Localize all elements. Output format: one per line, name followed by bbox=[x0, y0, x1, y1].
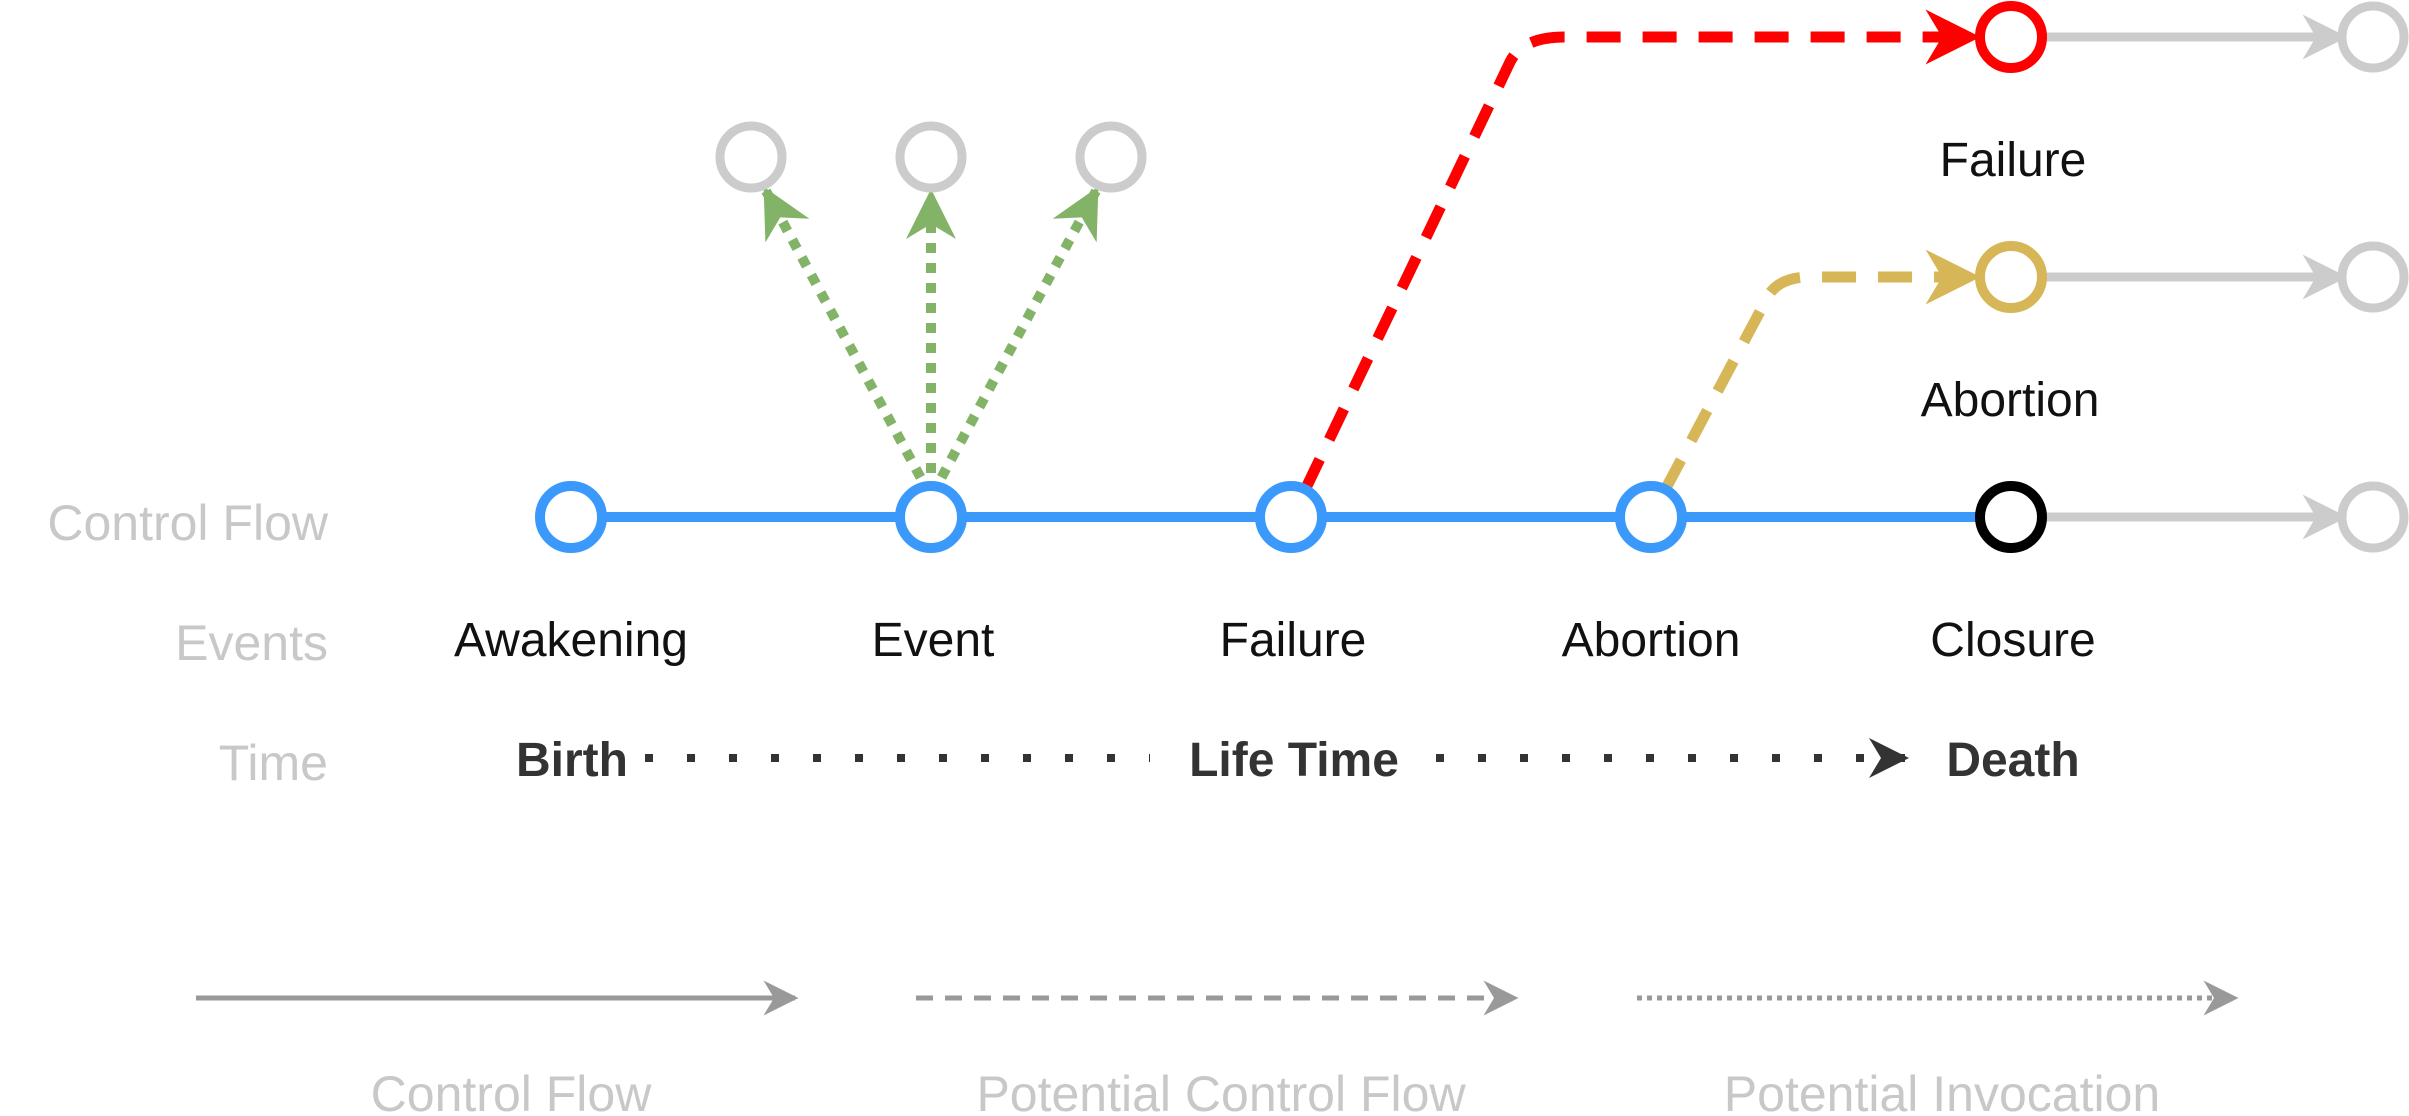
node-abortion-terminal bbox=[1975, 241, 2047, 313]
node-abortion bbox=[1615, 481, 1687, 553]
legend-label-control-flow: Control Flow bbox=[371, 1066, 653, 1116]
time-label-death: Death bbox=[1946, 734, 2079, 787]
end-node-abortion bbox=[2337, 241, 2409, 313]
legend-label-potential-invocation: Potential Invocation bbox=[1724, 1066, 2160, 1116]
node-awakening bbox=[535, 481, 607, 553]
branch-label-abortion: Abortion bbox=[1921, 374, 2100, 427]
node-closure bbox=[1975, 481, 2047, 553]
failure-branch-arrow bbox=[1300, 9, 1981, 493]
event-label-awakening: Awakening bbox=[454, 614, 688, 667]
node-failure bbox=[1255, 481, 1327, 553]
event-label-abortion: Abortion bbox=[1562, 614, 1741, 667]
time-label-birth: Birth bbox=[516, 734, 628, 787]
node-failure-terminal bbox=[1975, 1, 2047, 73]
invocation-target-node-center bbox=[895, 121, 967, 193]
end-node-closure bbox=[2337, 481, 2409, 553]
event-label-event: Event bbox=[872, 614, 995, 667]
invocation-arrow-left bbox=[761, 186, 935, 498]
row-label-time: Time bbox=[219, 735, 328, 791]
branch-label-failure: Failure bbox=[1940, 134, 2087, 187]
invocation-target-node-right bbox=[1075, 121, 1147, 193]
event-label-closure: Closure bbox=[1930, 614, 2095, 667]
end-node-failure bbox=[2337, 1, 2409, 73]
time-label-life-time: Life Time bbox=[1189, 734, 1399, 787]
invocation-arrow-right bbox=[927, 186, 1101, 498]
row-label-events: Events bbox=[175, 615, 328, 671]
legend-label-potential-control-flow: Potential Control Flow bbox=[976, 1066, 1466, 1116]
row-label-control-flow: Control Flow bbox=[47, 495, 329, 551]
abortion-branch-arrow bbox=[1660, 249, 1981, 493]
node-event bbox=[895, 481, 967, 553]
event-label-failure: Failure bbox=[1220, 614, 1367, 667]
invocation-target-node-left bbox=[715, 121, 787, 193]
